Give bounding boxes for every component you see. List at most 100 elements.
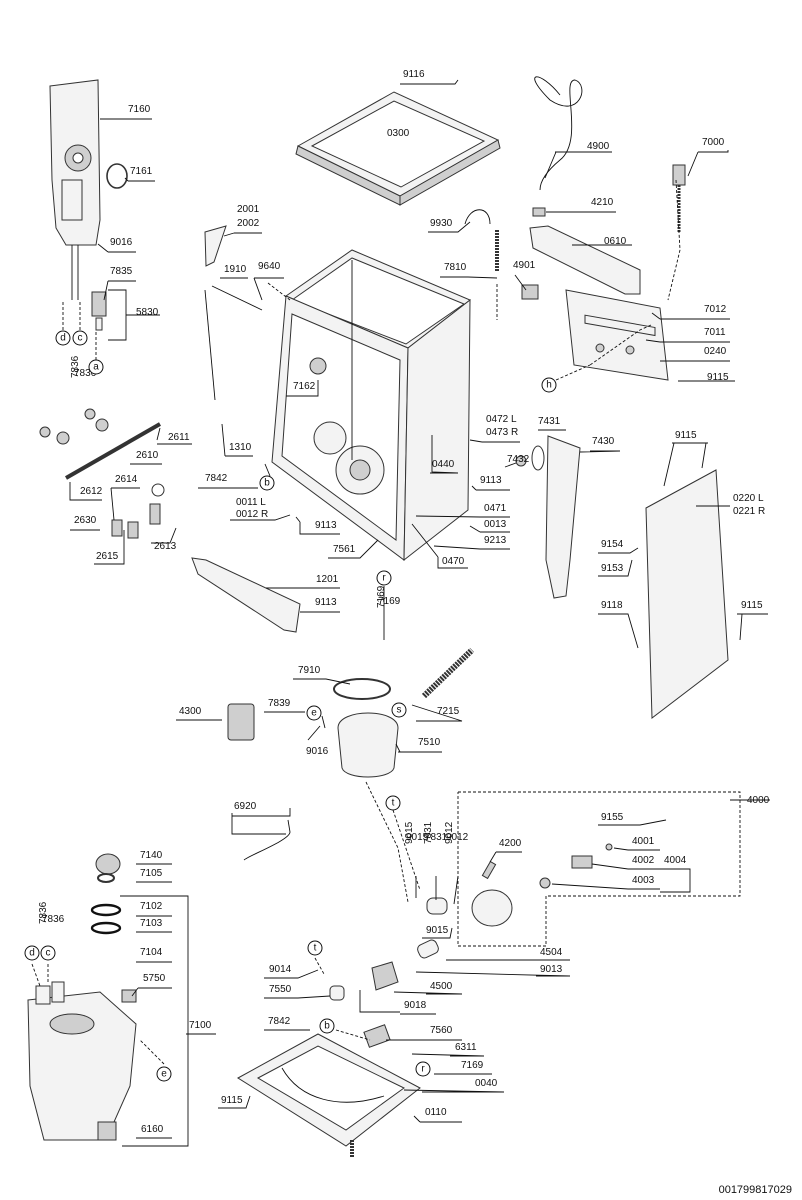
part-label: 4900 — [587, 141, 610, 152]
part-label: 0220 L — [733, 493, 764, 504]
part-label: 2614 — [115, 474, 138, 485]
part-label: 7161 — [130, 166, 153, 177]
rotated-part-label: 7831 — [423, 821, 434, 844]
spray-arm-lateral-drawing — [545, 435, 581, 599]
marker-circle — [72, 330, 88, 346]
marker-circle — [415, 1061, 431, 1077]
part-label: 7103 — [140, 918, 163, 929]
hose-6920-drawing — [243, 819, 291, 861]
marker-letter: b — [324, 1021, 330, 1032]
reference-marker-b: b — [319, 1018, 335, 1034]
connector-7831-drawing — [426, 897, 448, 915]
marker-circle — [391, 702, 407, 718]
marker-circle — [156, 1066, 172, 1082]
pin-4200-drawing — [481, 860, 497, 880]
part-label: 4210 — [591, 197, 614, 208]
part-label: 7561 — [333, 544, 356, 555]
sensor-cable-drawing — [71, 245, 107, 331]
worktop-lid-drawing — [295, 91, 501, 206]
reference-marker-d: d — [24, 945, 40, 961]
marker-circle — [88, 359, 104, 375]
part-label: 9015 — [426, 925, 449, 936]
reference-marker-c: c — [72, 330, 88, 346]
softener-seals-drawing — [90, 853, 137, 1003]
marker-circle — [541, 377, 557, 393]
part-label: 7162 — [293, 381, 316, 392]
part-label: 7169 — [461, 1060, 484, 1071]
marker-circle — [385, 795, 401, 811]
part-label: 4500 — [430, 981, 453, 992]
part-label: 4002 — [632, 855, 655, 866]
part-label: 7810 — [444, 262, 467, 273]
basket-wheels-drawing — [39, 408, 165, 539]
part-label: 4004 — [664, 855, 687, 866]
sump-gasket-drawing — [333, 678, 391, 700]
reference-marker-t: t — [307, 940, 323, 956]
part-label: 9154 — [601, 539, 624, 550]
marker-letter: d — [60, 333, 66, 344]
marker-letter: s — [397, 705, 402, 716]
marker-circle — [319, 1018, 335, 1034]
rotated-part-label: 9015 — [404, 821, 415, 844]
hose-4504-drawing — [417, 939, 439, 959]
part-label: 7011 — [704, 327, 726, 338]
part-label: 0012 R — [236, 509, 268, 520]
part-label: 9213 — [484, 535, 507, 546]
part-label: 0472 L — [486, 414, 517, 425]
part-label: 7000 — [702, 137, 725, 148]
part-label: 7842 — [205, 473, 228, 484]
part-label: 9153 — [601, 563, 624, 574]
part-label: 2612 — [80, 486, 103, 497]
part-label: 7160 — [128, 104, 151, 115]
marker-letter: t — [314, 943, 317, 954]
marker-letter: r — [421, 1064, 425, 1075]
part-label: 7836 — [42, 914, 65, 925]
lower-rail-drawing — [191, 557, 301, 633]
door-seal-drawing — [211, 285, 263, 311]
part-label: 7831 — [425, 832, 448, 843]
part-label: 9115 — [741, 600, 763, 611]
part-label: 9930 — [430, 218, 453, 229]
part-label: 4200 — [499, 838, 522, 849]
part-label: 9113 — [315, 520, 337, 531]
front-panel-frame-drawing — [565, 289, 669, 381]
part-label: 2610 — [136, 450, 159, 461]
part-label: 4003 — [632, 875, 655, 886]
terminal-4002-drawing — [571, 855, 593, 869]
part-label: 1310 — [229, 442, 252, 453]
drain-pump-drawing — [471, 889, 513, 927]
reference-marker-c: c — [40, 945, 56, 961]
part-label: 7431 — [538, 416, 561, 427]
reference-marker-e: e — [306, 705, 322, 721]
rotated-part-label: 7169 — [376, 585, 387, 608]
rotated-part-label: 7836 — [70, 355, 81, 378]
part-label: 0473 R — [486, 427, 518, 438]
part-label: 6311 — [455, 1042, 477, 1053]
part-label: 2615 — [96, 551, 119, 562]
marker-letter: d — [29, 948, 35, 959]
reference-marker-s: s — [391, 702, 407, 718]
part-label: 0610 — [604, 236, 627, 247]
part-label: 0240 — [704, 346, 727, 357]
part-label: 9113 — [315, 597, 337, 608]
part-label: 0013 — [484, 519, 507, 530]
marker-letter: t — [392, 798, 395, 809]
part-label: 7140 — [140, 850, 163, 861]
marker-circle — [55, 330, 71, 346]
side-strip-drawing — [204, 289, 216, 401]
part-label: 9013 — [540, 964, 563, 975]
part-label: 2002 — [237, 218, 260, 229]
part-label: 1910 — [224, 264, 247, 275]
part-label: 0040 — [475, 1078, 498, 1089]
part-label: 9115 — [675, 430, 697, 441]
marker-letter: c — [78, 333, 83, 344]
part-label: 1201 — [316, 574, 339, 585]
part-label: 5750 — [143, 973, 166, 984]
part-label: 7105 — [140, 868, 163, 879]
water-softener-unit-drawing — [49, 79, 128, 246]
part-label: 4000 — [747, 795, 770, 806]
rotated-part-label: 7836 — [38, 901, 49, 924]
part-label: 7100 — [189, 1020, 212, 1031]
